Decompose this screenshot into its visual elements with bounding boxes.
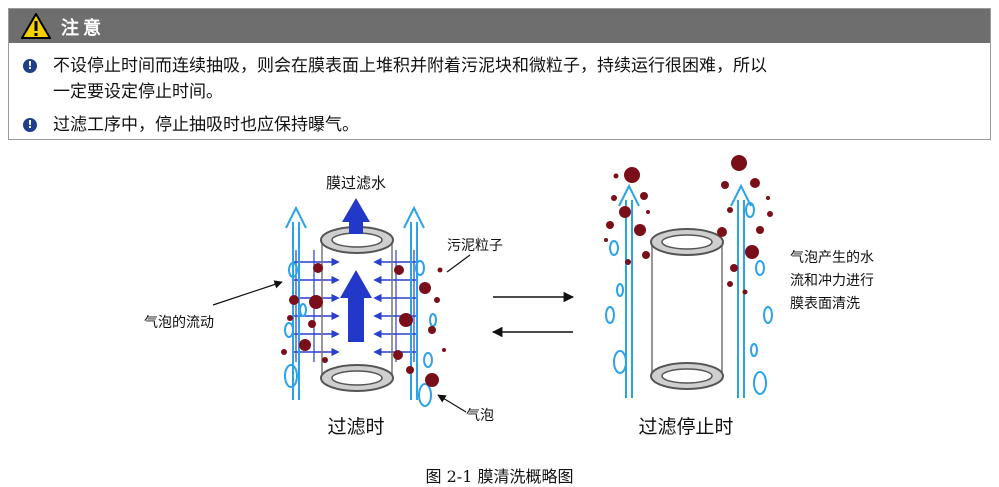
bubble-flow-label: 气泡的流动 [144,315,214,331]
notice-item-line: 过滤工序中，停止抽吸时也应保持曝气。 [53,115,359,135]
bubbles [284,260,437,407]
stop-filtering-label: 过滤停止时 [638,416,733,438]
notice-header: 注意 [9,9,990,43]
filtered-water-arrow [340,198,372,342]
notice-item-line: 一定要设定停止时间。 [53,82,223,102]
filtering-state: 膜过滤水 污泥粒子 气泡的流动 气泡 过滤时 [144,174,503,438]
bubbles [605,202,773,395]
cleaning-explanation-line3: 膜表面清洗 [790,296,860,312]
membrane-cleaning-diagram: 膜过滤水 污泥粒子 气泡的流动 气泡 过滤时 [144,155,874,438]
notice-box: 注意 ! 不设停止时间而连续抽吸，则会在膜表面上堆积并附着污泥块和微粒子，持续运… [8,8,991,140]
cleaning-explanation-line2: 流和冲力进行 [790,273,874,289]
stop-filtering-state: 气泡产生的水 流和冲力进行 膜表面清洗 过滤停止时 [604,155,874,438]
exclamation-circle-icon: ! [23,59,37,73]
sludge-particles-label: 污泥粒子 [447,238,503,254]
bubbles-label: 气泡 [466,408,494,424]
sludge-particles [281,263,446,387]
notice-item-line: 不设停止时间而连续抽吸，则会在膜表面上堆积并附着污泥块和微粒子，持续运行很困难，… [53,56,767,76]
switch-arrows [491,291,575,338]
sludge-particles [604,155,773,295]
notice-title: 注意 [61,18,105,39]
exclamation-circle-icon: ! [23,118,37,132]
figure-caption: 图 2-1 膜清洗概略图 [425,467,574,486]
membrane-tube [320,226,394,392]
filtered-water-label: 膜过滤水 [326,174,386,192]
membrane-tube [650,228,724,390]
cleaning-explanation-line1: 气泡产生的水 [790,250,874,266]
warning-triangle-icon [21,13,51,39]
filtering-label: 过滤时 [327,416,384,438]
bubble-flow-arrow [285,205,425,400]
